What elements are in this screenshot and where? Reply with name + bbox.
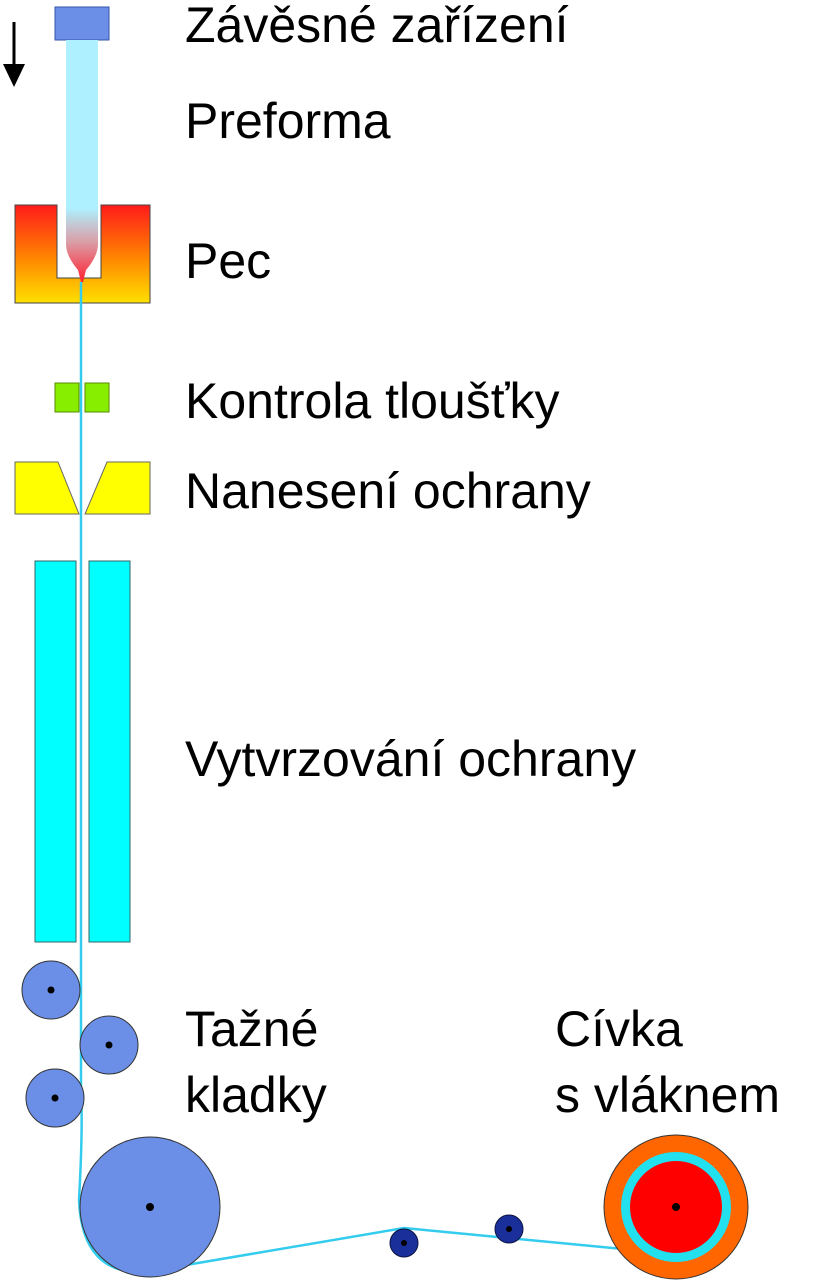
capstan-wheel [79, 1136, 221, 1278]
draw-pulley [79, 1015, 139, 1075]
thickness-sensor [54, 382, 110, 413]
coating-applicator [14, 461, 151, 515]
label-spool-line1: Cívka [555, 1001, 683, 1057]
draw-pulley [21, 960, 81, 1020]
label-spool-line2: s vláknem [555, 1067, 781, 1123]
fiber-spool [603, 1134, 749, 1280]
label-rollers-line2: kladky [185, 1067, 327, 1123]
idler-pulley [389, 1228, 419, 1258]
label-rollers-line1: Tažné [185, 1001, 319, 1057]
draw-pulley [25, 1068, 85, 1128]
suspension-mount [54, 6, 110, 41]
label-furnace: Pec [185, 233, 272, 289]
preform-melt-neck [66, 208, 98, 282]
label-curing: Vytvrzování ochrany [185, 731, 637, 787]
label-thickness-control: Kontrola tloušťky [185, 373, 560, 429]
curing-unit [34, 560, 131, 943]
label-coating: Nanesení ochrany [185, 463, 591, 519]
idler-pulley [494, 1214, 524, 1244]
preform-rod [66, 40, 98, 212]
furnace [14, 204, 151, 304]
down-arrow-icon [3, 22, 25, 87]
label-suspension: Závěsné zařízení [185, 0, 569, 53]
label-preform: Preforma [185, 93, 391, 149]
